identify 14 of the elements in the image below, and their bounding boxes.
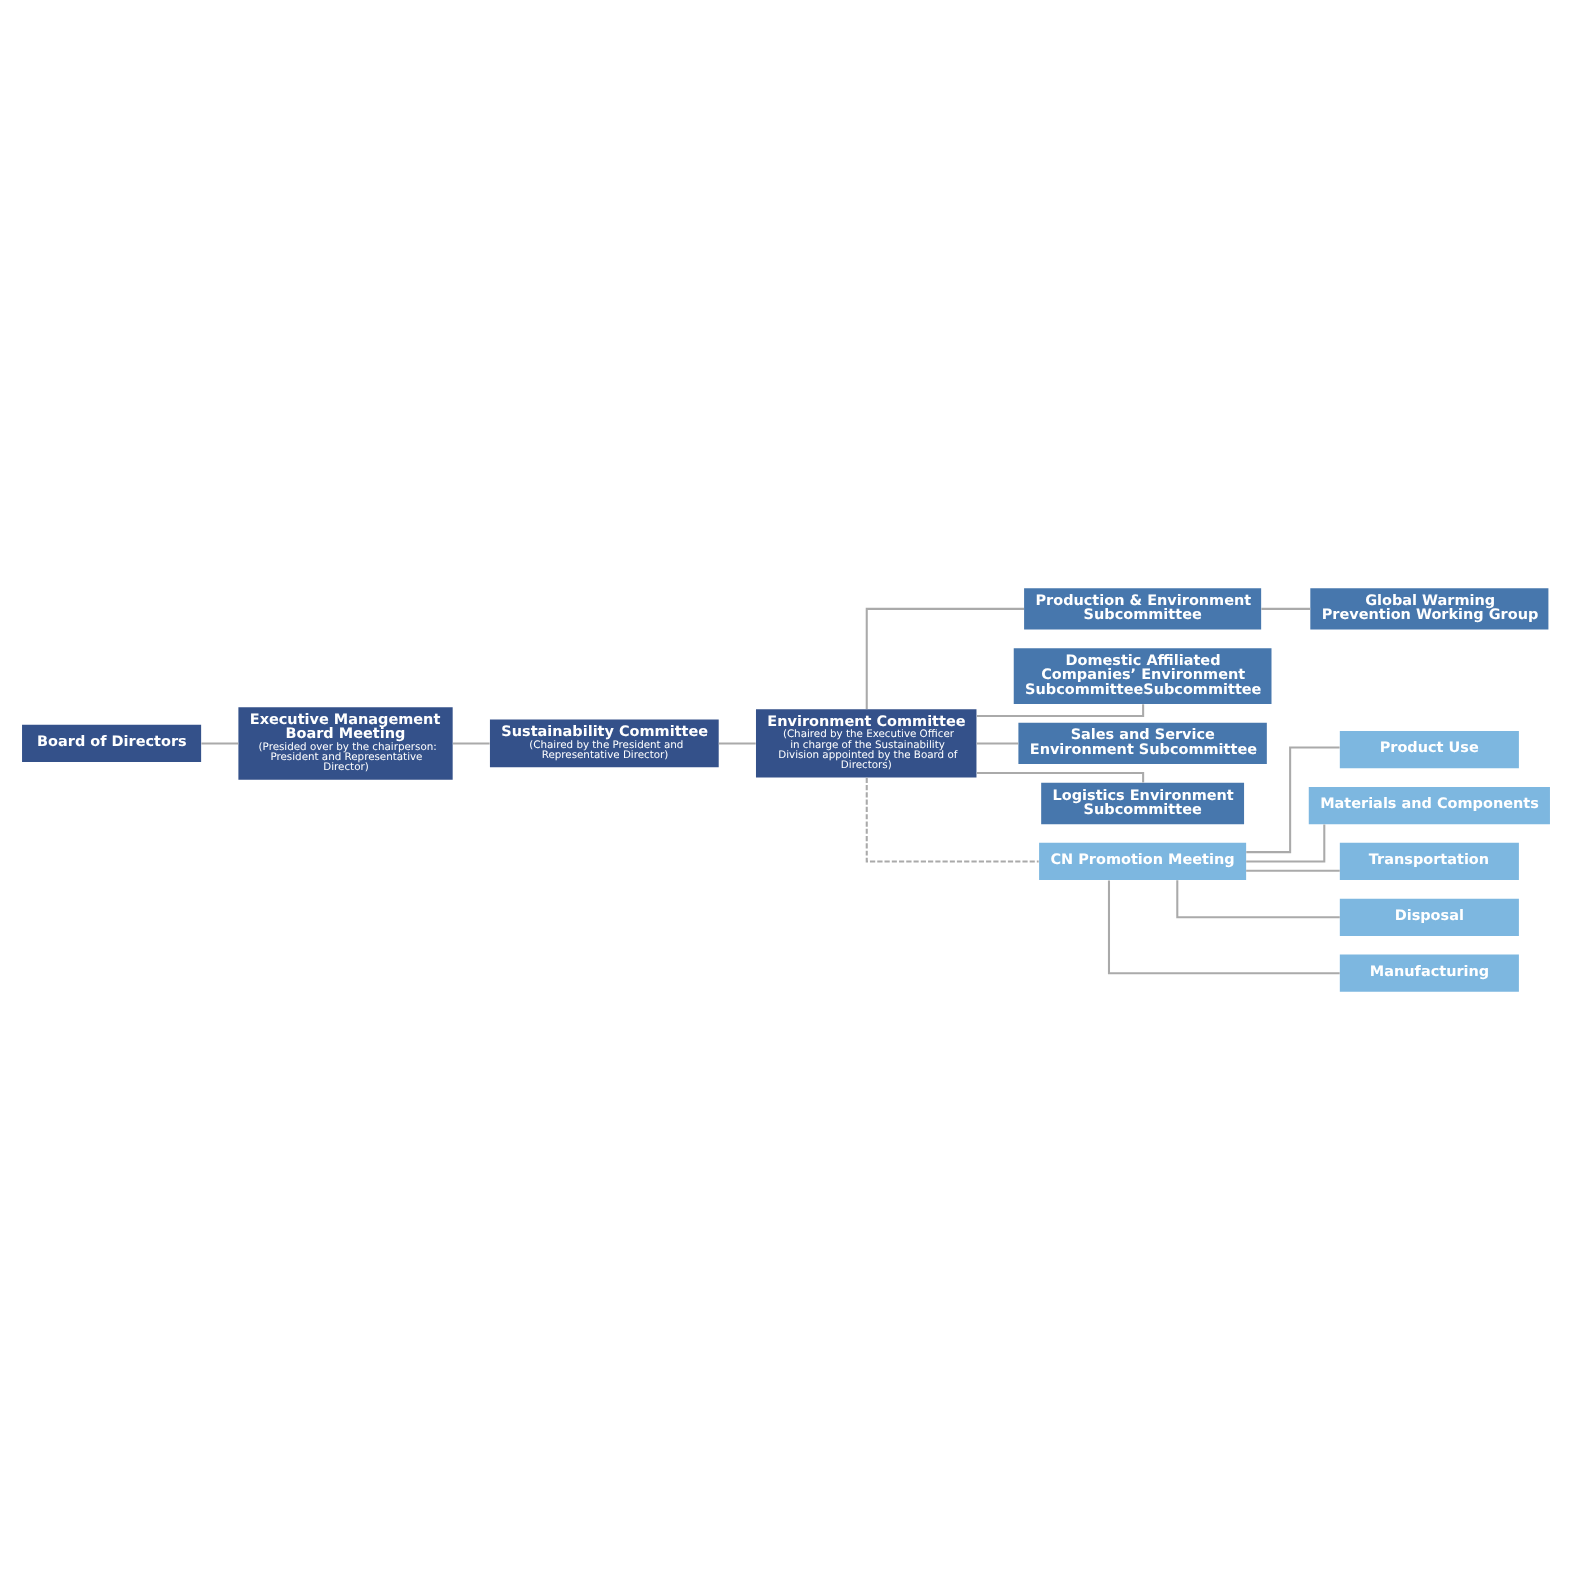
connector bbox=[865, 606, 1024, 709]
connector bbox=[976, 703, 1145, 716]
connector bbox=[976, 770, 1145, 782]
connector bbox=[201, 741, 239, 744]
connector bbox=[718, 741, 756, 744]
connector bbox=[976, 741, 1019, 744]
connector bbox=[1246, 868, 1340, 871]
connector bbox=[1246, 823, 1326, 862]
connector bbox=[1261, 606, 1311, 609]
connector bbox=[1176, 879, 1340, 918]
connector bbox=[865, 776, 1039, 862]
connector bbox=[1246, 745, 1340, 853]
connector bbox=[453, 741, 490, 744]
connector bbox=[1107, 879, 1340, 974]
